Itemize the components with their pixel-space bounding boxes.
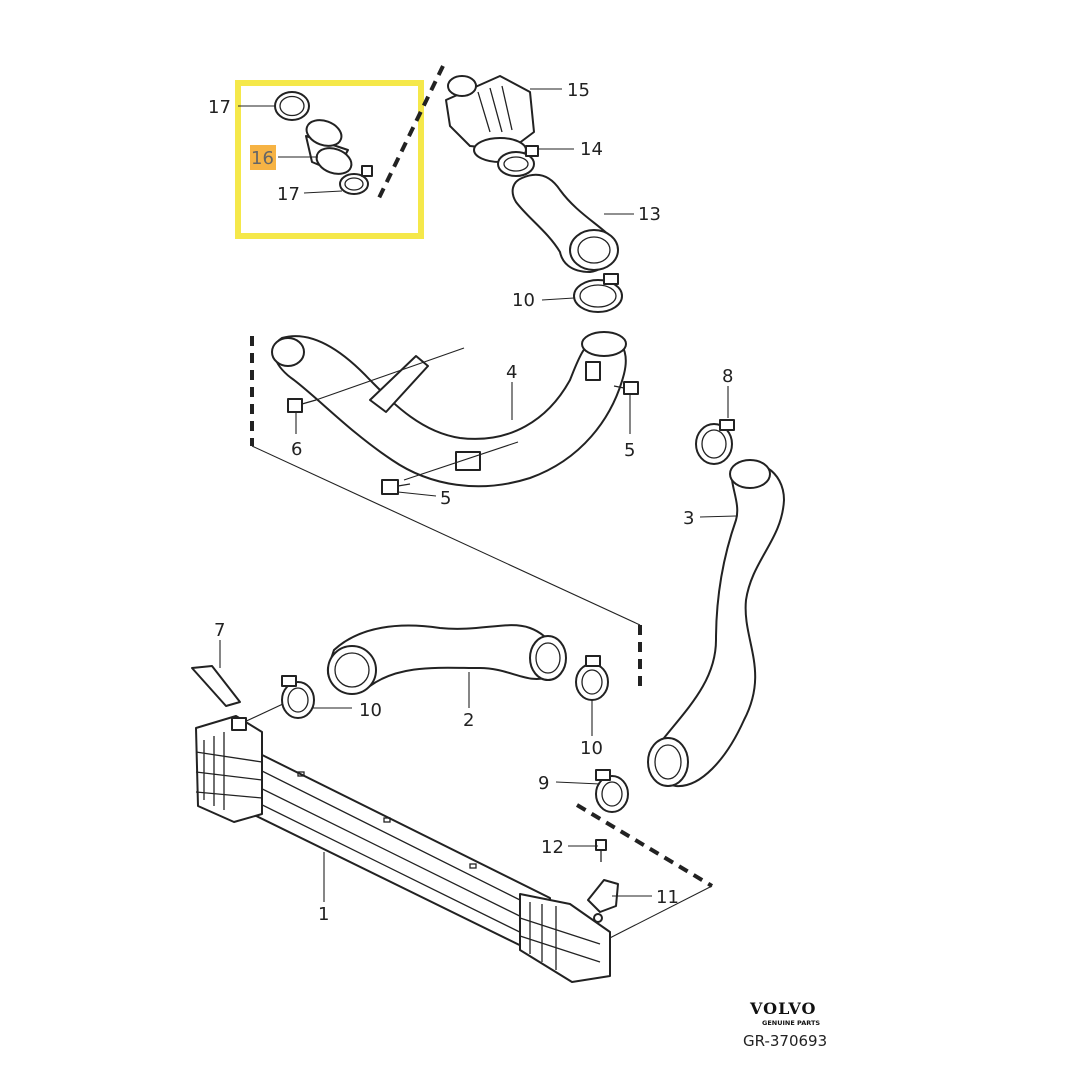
callout-15: 15 bbox=[567, 80, 590, 101]
callout-5-right: 5 bbox=[624, 440, 635, 461]
callout-4: 4 bbox=[506, 362, 517, 383]
part-16-sleeve bbox=[305, 119, 353, 175]
part-13-hose bbox=[511, 173, 619, 273]
callout-9: 9 bbox=[538, 773, 549, 794]
callout-17-bottom: 17 bbox=[277, 184, 300, 205]
assembly-line-1 bbox=[251, 445, 641, 626]
callout-11: 11 bbox=[656, 887, 679, 908]
callout-17-top: 17 bbox=[208, 97, 231, 118]
callout-10-upper: 10 bbox=[512, 290, 535, 311]
highlight-label-bg bbox=[250, 145, 276, 170]
leader-5b bbox=[397, 491, 437, 497]
part-12-screw bbox=[595, 839, 607, 862]
part-5-bolt-lower bbox=[381, 479, 411, 495]
part-15-valve bbox=[445, 75, 535, 163]
callout-6: 6 bbox=[291, 439, 302, 460]
callout-5-lower: 5 bbox=[440, 488, 451, 509]
part-6-bolt bbox=[287, 398, 317, 413]
leader-3 bbox=[699, 515, 737, 518]
part-10-clamp-upper bbox=[573, 273, 623, 313]
highlight-box bbox=[235, 80, 424, 239]
callout-8: 8 bbox=[722, 366, 733, 387]
callout-3: 3 bbox=[683, 508, 694, 529]
callout-7: 7 bbox=[214, 620, 225, 641]
part-10-clamp-left bbox=[281, 675, 315, 719]
part-5-bolt-right bbox=[613, 381, 639, 395]
figure-code: GR-370693 bbox=[743, 1032, 827, 1050]
brand-logo: VOLVO bbox=[749, 999, 817, 1018]
callout-2: 2 bbox=[463, 710, 474, 731]
leader-10a bbox=[541, 297, 575, 301]
dashed-outline-top bbox=[376, 65, 445, 201]
part-11-bracket bbox=[587, 879, 619, 923]
callout-10-right: 10 bbox=[580, 738, 603, 759]
brand-subtitle: GENUINE PARTS bbox=[762, 1019, 820, 1027]
callout-10-left: 10 bbox=[359, 700, 382, 721]
part-17-clamp-top bbox=[274, 91, 310, 121]
part-10-clamp-right bbox=[575, 655, 609, 701]
part-3-hose bbox=[647, 459, 785, 788]
part-8-clamp bbox=[695, 419, 735, 465]
callout-1: 1 bbox=[318, 904, 329, 925]
part-7-strip bbox=[191, 665, 241, 707]
part-2-hose bbox=[326, 624, 567, 695]
part-1-intercooler bbox=[195, 715, 611, 983]
part-14-clamp bbox=[497, 145, 539, 177]
assembly-line-3 bbox=[599, 885, 713, 944]
part-17-clamp-bottom bbox=[339, 165, 373, 195]
leader-9 bbox=[555, 781, 601, 785]
callout-13: 13 bbox=[638, 204, 661, 225]
leader-17b bbox=[303, 190, 343, 194]
part-9-clamp bbox=[595, 769, 629, 813]
callout-16: 16 bbox=[251, 148, 274, 169]
part-4-charge-pipe bbox=[271, 331, 627, 488]
callout-14: 14 bbox=[580, 139, 603, 160]
dashed-outline-bottom bbox=[575, 803, 714, 888]
callout-12: 12 bbox=[541, 837, 564, 858]
